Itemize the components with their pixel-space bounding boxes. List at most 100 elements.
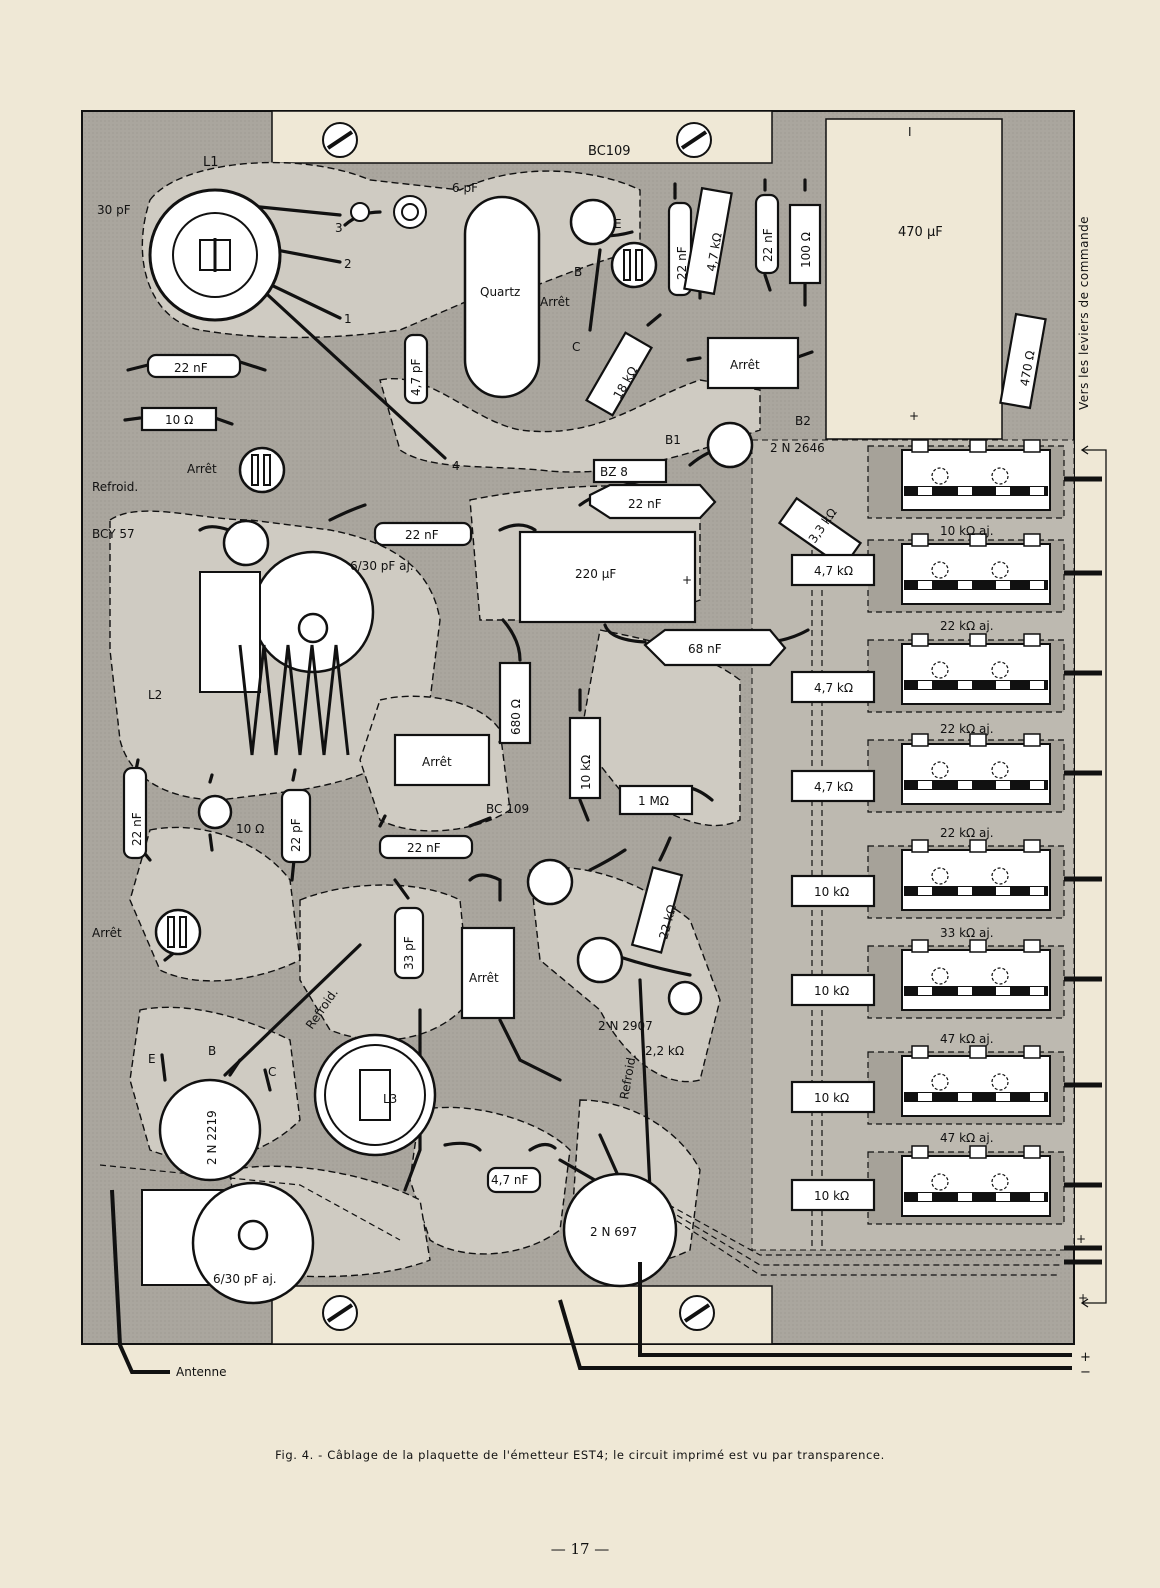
label-i: I <box>908 125 912 139</box>
label-10ohm-low: 10 Ω <box>236 822 264 836</box>
choke-bars <box>167 249 643 948</box>
label-plus-right: + <box>1076 1232 1086 1246</box>
label-1m: 1 MΩ <box>638 794 669 808</box>
label-e-2219: E <box>148 1052 156 1066</box>
label-plus-right2: + <box>1078 1291 1088 1305</box>
label-trimmer: 22 kΩ aj. <box>940 722 994 736</box>
label-pin1: 1 <box>344 312 352 326</box>
label-trimmer: 33 kΩ aj. <box>940 926 994 940</box>
label-trimmer: 10 kΩ aj. <box>940 524 994 538</box>
label-l2: L2 <box>148 688 162 702</box>
coil-l1 <box>148 188 282 322</box>
label-e: E <box>614 217 622 231</box>
label-pin2: 2 <box>344 257 352 271</box>
label-trimmer: 22 kΩ aj. <box>940 826 994 840</box>
label-68nf: 68 nF <box>688 642 722 656</box>
label-470ohm: 470 Ω <box>1018 350 1038 388</box>
screw-icon <box>322 122 358 158</box>
label-c: C <box>572 340 580 354</box>
label-47pf: 4,7 pF <box>409 358 423 396</box>
label-100ohm: 100 Ω <box>799 232 813 268</box>
switch-block <box>901 1045 1051 1117</box>
label-quartz: Quartz <box>480 285 520 299</box>
label-pin3: 3 <box>335 221 343 235</box>
page-number: — 17 — <box>550 1540 610 1558</box>
label-22nf-bz: 22 nF <box>628 497 662 511</box>
label-680: 680 Ω <box>509 699 523 735</box>
switch-block <box>901 533 1051 605</box>
side-label-vers-leviers: Vers les leviers de commande <box>1077 215 1091 410</box>
label-antenne: Antenne <box>176 1365 227 1379</box>
figure-caption: Fig. 4. - Câblage de la plaquette de l'é… <box>275 1448 885 1462</box>
coil-l3 <box>313 1033 437 1157</box>
label-trimmer: 47 kΩ aj. <box>940 1032 994 1046</box>
transistors <box>158 198 754 1288</box>
label-47k: 4,7 kΩ <box>704 232 725 273</box>
label-2n2219: 2 N 2219 <box>205 1110 219 1165</box>
coil-l2 <box>199 550 375 756</box>
label-2n697: 2 N 697 <box>590 1225 637 1239</box>
screw-icon <box>322 1295 358 1331</box>
label-arret-box: Arrêt <box>730 358 760 372</box>
label-22nf-mid: 22 nF <box>405 528 439 542</box>
label-plus-220: + <box>682 573 692 587</box>
switch-block <box>901 633 1051 705</box>
label-220uf: 220 µF <box>575 567 616 581</box>
capacitor-trimmer-6pf <box>350 195 427 229</box>
label-b2: B2 <box>795 414 811 428</box>
label-trimmer: 22 kΩ aj. <box>940 619 994 633</box>
label-arret-mid: Arrêt <box>422 755 452 769</box>
label-22nf-v2: 22 nF <box>761 228 775 262</box>
label-22nf-left: 22 nF <box>130 812 144 846</box>
label-b-2219: B <box>208 1044 216 1058</box>
label-22k2: 2,2 kΩ <box>645 1044 684 1058</box>
label-10ohm: 10 Ω <box>165 413 193 427</box>
switch-block <box>901 439 1051 511</box>
label-arret-low: Arrêt <box>469 971 499 985</box>
label-6pf: 6 pF <box>452 181 478 195</box>
label-47nf: 4,7 nF <box>491 1173 529 1187</box>
label-resistor: 4,7 kΩ <box>814 780 853 794</box>
screw-icon <box>679 1295 715 1331</box>
supply-lines <box>110 1189 1072 1374</box>
label-arret: Arrêt <box>540 295 570 309</box>
label-2n2907: 2 N 2907 <box>598 1019 653 1033</box>
label-630pf-top: 6/30 pF aj. <box>350 559 414 573</box>
label-30pf: 30 pF <box>97 203 131 217</box>
label-33pf: 33 pF <box>402 936 416 970</box>
label-resistor: 4,7 kΩ <box>814 681 853 695</box>
label-22nf-vertical: 22 nF <box>675 246 689 280</box>
label-c-2219: C <box>268 1065 276 1079</box>
label-470uf: 470 µF <box>898 225 943 240</box>
command-bracket <box>1080 445 1107 1308</box>
label-resistor: 4,7 kΩ <box>814 564 853 578</box>
capacitor-trimmer-bottom <box>141 1181 315 1305</box>
label-l3: L3 <box>383 1092 397 1106</box>
switch-block <box>901 733 1051 805</box>
label-b: B <box>574 265 582 279</box>
switch-block <box>901 1145 1051 1217</box>
label-plus-supply: + <box>1080 1350 1091 1365</box>
label-bcy57: BCY 57 <box>92 527 135 541</box>
label-plus: + <box>909 409 919 423</box>
label-resistor: 10 kΩ <box>814 1091 849 1105</box>
right-column-labels: 10 kΩ aj. 22 kΩ aj. 22 kΩ aj. 22 kΩ aj. 33 k… <box>814 524 994 1203</box>
quartz-crystal <box>463 195 541 399</box>
label-630pf-bottom: 6/30 pF aj. <box>213 1272 277 1286</box>
switch-block <box>901 939 1051 1011</box>
label-22nf-low: 22 nF <box>407 841 441 855</box>
output-lines <box>1064 476 1102 1265</box>
label-resistor: 10 kΩ <box>814 885 849 899</box>
label-refroid: Refroid. <box>92 480 138 494</box>
label-arret-left: Arrêt <box>92 926 122 940</box>
label-pin4: 4 <box>452 459 460 473</box>
label-22nf: 22 nF <box>174 361 208 375</box>
label-arret: Arrêt <box>187 462 217 476</box>
label-2n2646: 2 N 2646 <box>770 441 825 455</box>
label-bz8: BZ 8 <box>600 465 628 479</box>
screw-icon <box>676 122 712 158</box>
label-bc109-top: BC109 <box>588 144 631 159</box>
label-resistor: 10 kΩ <box>814 984 849 998</box>
switch-blocks <box>901 439 1051 1217</box>
